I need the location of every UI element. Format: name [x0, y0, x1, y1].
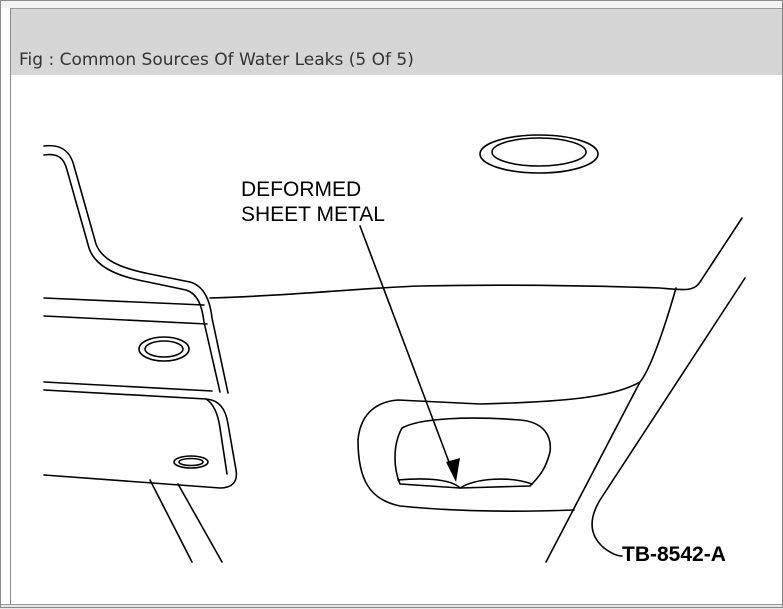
- right-panel-short-edge: [545, 381, 641, 563]
- callout-label-line1: DEFORMED: [241, 178, 361, 201]
- main-panel-top-edge: [209, 217, 743, 299]
- lower-strut-right-edge: [177, 483, 223, 563]
- lower-plate-hole: [173, 455, 209, 469]
- left-bracket-outer-edge: [43, 144, 229, 394]
- lower-plate-hole-inner: [178, 457, 204, 467]
- callout-leader-line: [359, 225, 453, 471]
- left-bracket-inner-edge: [43, 153, 221, 393]
- deformed-pocket-outline: [394, 417, 552, 489]
- callout-label-line2: SHEET METAL: [241, 203, 385, 226]
- roof-grommet-inner: [491, 137, 587, 167]
- figure-reference-code: TB-8542-A: [622, 543, 726, 566]
- window-left-edge: [0, 8, 11, 608]
- figure-area: DEFORMED SHEET METAL TB-8542-A: [11, 75, 783, 605]
- figure-caption-title: Fig : Common Sources Of Water Leaks (5 O…: [19, 50, 414, 70]
- upper-rail-bottom-edge: [43, 381, 213, 392]
- upper-rail-hole: [138, 336, 190, 362]
- figure-caption-bar: Fig : Common Sources Of Water Leaks (5 O…: [11, 9, 783, 75]
- lower-strut-left-edge: [149, 479, 193, 563]
- upper-rail-hole-inner: [144, 340, 184, 358]
- upper-rail-top-edge: [43, 297, 205, 306]
- callout-arrowhead: [446, 458, 460, 482]
- window-top-edge: [0, 0, 783, 9]
- window-bottom-edge: [0, 604, 783, 609]
- lower-plate-outline: [43, 389, 238, 489]
- lower-plate-inner-edge: [205, 398, 228, 475]
- sheet-metal-diagram: DEFORMED SHEET METAL TB-8542-A: [43, 134, 746, 566]
- deformed-pocket-inner-step: [397, 478, 533, 489]
- right-panel-long-edge: [591, 277, 746, 557]
- main-panel-lower-edge: [357, 287, 677, 512]
- upper-rail-inner-edge: [43, 315, 208, 325]
- roof-grommet-outer: [479, 134, 599, 174]
